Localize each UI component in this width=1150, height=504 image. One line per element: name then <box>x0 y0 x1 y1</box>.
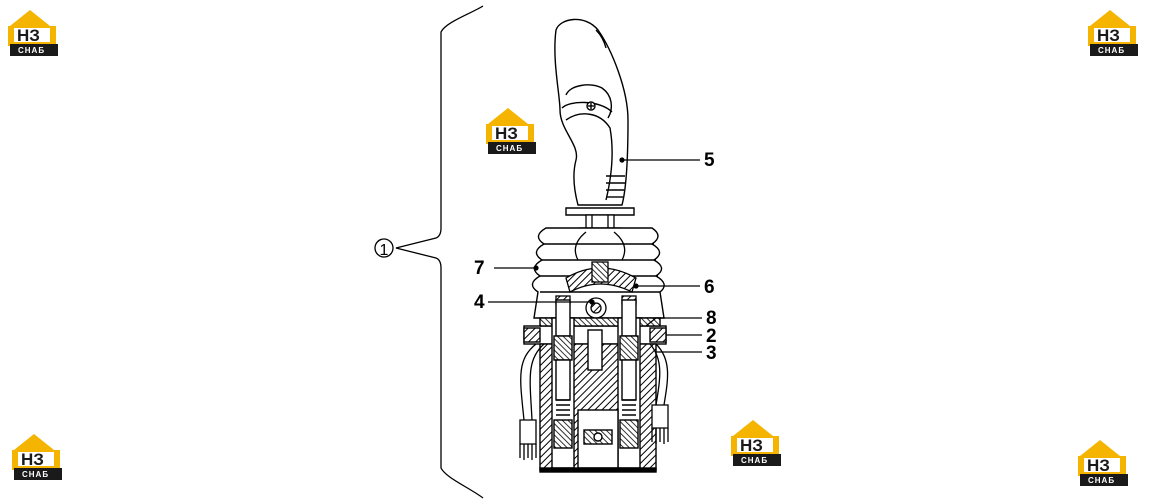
svg-text:СНАБ: СНАБ <box>1088 476 1115 485</box>
svg-text:СНАБ: СНАБ <box>18 46 45 55</box>
callout-3: 3 <box>706 343 717 364</box>
watermark-logo-top-left: НЗ СНАБ <box>8 10 58 56</box>
left-cable <box>519 343 545 460</box>
svg-text:СНАБ: СНАБ <box>1098 46 1125 55</box>
right-cable <box>649 343 669 444</box>
svg-text:НЗ: НЗ <box>1087 456 1110 475</box>
watermark-logo-bottom-left: НЗ СНАБ <box>12 434 62 480</box>
svg-text:НЗ: НЗ <box>21 450 44 469</box>
valve-housing <box>523 299 667 473</box>
callout-2: 2 <box>706 326 717 347</box>
callout-1: 1 <box>374 238 394 259</box>
svg-text:НЗ: НЗ <box>1097 26 1120 45</box>
svg-text:НЗ: НЗ <box>495 124 518 143</box>
svg-text:1: 1 <box>380 242 389 259</box>
watermark-logo-bottom-right: НЗ СНАБ <box>1078 440 1128 486</box>
assembly-bracket <box>395 5 484 499</box>
svg-text:НЗ: НЗ <box>740 436 763 455</box>
leader-lines <box>488 157 702 353</box>
svg-text:СНАБ: СНАБ <box>22 470 49 479</box>
callout-4: 4 <box>474 292 485 313</box>
callout-5: 5 <box>704 150 715 171</box>
svg-text:СНАБ: СНАБ <box>496 144 523 153</box>
watermark-logo-bottom-middle: НЗ СНАБ <box>731 420 781 466</box>
callout-8: 8 <box>706 308 717 329</box>
svg-text:СНАБ: СНАБ <box>741 456 768 465</box>
watermark-logo-top-right: НЗ СНАБ <box>1088 10 1138 56</box>
watermark-logo-center: НЗ СНАБ <box>486 108 536 154</box>
joystick-handle <box>554 18 635 216</box>
cam-plate <box>555 231 637 319</box>
callout-6: 6 <box>704 277 715 298</box>
svg-text:НЗ: НЗ <box>17 26 40 45</box>
callout-7: 7 <box>474 258 485 279</box>
